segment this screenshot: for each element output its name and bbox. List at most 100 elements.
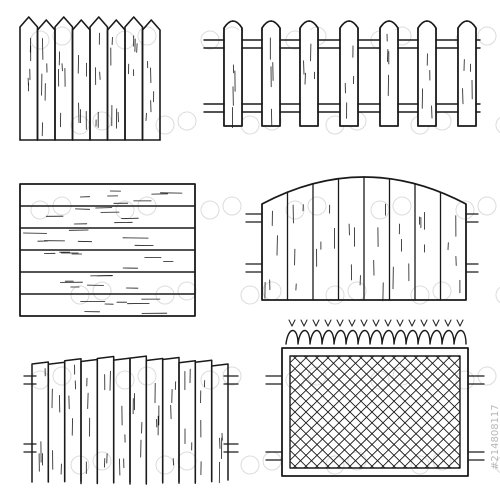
fence-board [163,358,179,482]
watermark-mark [93,282,111,300]
wood-grain [133,394,142,458]
wood-grain [111,37,119,128]
watermark-mark [393,197,411,215]
fence-board [419,212,424,252]
wood-grain [185,369,192,450]
fence-board [293,205,303,291]
wood-grain [44,252,173,268]
wood-grain [96,33,101,127]
watermark-mark [308,367,326,385]
fence-board [146,359,162,483]
wood-grain [52,389,61,474]
wood-grain [146,61,154,120]
fence-plank [20,272,195,288]
wood-grain [69,365,76,435]
fence-picket [418,21,436,126]
pointed-board-fence [20,17,160,140]
wood-grain [23,230,153,246]
fence-board [179,361,195,483]
wood-grain [60,276,137,289]
watermark-mark [201,371,219,389]
picket-fence [204,21,480,128]
watermark-mark [116,201,134,219]
fence-board [393,224,409,289]
watermark-mark [496,116,500,134]
fence-picket [380,21,398,126]
watermark-mark [241,456,259,474]
watermark-mark [348,282,366,300]
fence-rail-stubs [24,376,238,452]
watermark-mark [138,27,156,45]
wood-grain [349,224,360,285]
watermark-mark [263,452,281,470]
watermark-mark [223,197,241,215]
wood-grain [219,433,222,482]
watermark-mark [456,371,474,389]
watermark-mark [371,201,389,219]
wood-grain [171,382,176,466]
wood-grain [81,299,167,313]
watermark-mark [93,452,111,470]
fence-picket [458,21,476,126]
watermark-mark [178,112,196,130]
watermark-mark [241,116,259,134]
fence-board [349,224,360,285]
watermark-mark [496,286,500,304]
watermark-mark [411,286,429,304]
fence-board [32,362,48,482]
fence-board [55,17,73,140]
wood-grain [129,36,138,76]
fence-board [143,20,161,140]
fence-picket [300,21,318,126]
wood-grain [293,205,303,291]
wood-grain [419,212,424,252]
fence-board [65,359,81,481]
wood-grain [28,38,31,91]
watermark-mark [371,371,389,389]
fence-rail-stubs [246,214,478,272]
wood-grain [120,406,126,475]
fence-picket [224,21,242,128]
bent-board-fence [24,356,238,484]
fence-plank [80,191,182,203]
fence-plank [20,206,195,224]
wood-grain [155,383,159,435]
fence-plank [20,250,195,268]
watermark-mark [263,282,281,300]
watermark-id: #214808117 [490,404,500,470]
fence-board [448,216,460,293]
barbed-wire [286,320,466,344]
watermark-mark [286,201,304,219]
watermark-mark [156,456,174,474]
watermark-mark [478,27,496,45]
fence-board [20,17,38,140]
watermark-mark [241,286,259,304]
wood-grain [393,224,409,289]
wood-grain [201,381,205,475]
wood-grain [42,39,47,136]
fence-board [97,357,113,483]
watermark-mark [433,282,451,300]
wood-grain [39,369,45,472]
fence-board [73,20,91,140]
fence-board [265,211,278,298]
fence-picket [262,21,280,126]
fence-board [125,17,143,140]
fence-board [195,360,211,481]
wood-grain [46,208,138,224]
fence-picket [340,21,358,126]
watermark-mark [116,371,134,389]
watermark-mark [31,371,49,389]
wood-grain [80,191,182,203]
watermark-mark [156,116,174,134]
watermark-mark [31,31,49,49]
fence-board [38,20,56,140]
watermark-mark [53,367,71,385]
watermark-mark [178,282,196,300]
watermark-mark [201,201,219,219]
watermark-mark [156,286,174,304]
fence-plank [20,228,195,246]
watermark-mark [308,197,326,215]
